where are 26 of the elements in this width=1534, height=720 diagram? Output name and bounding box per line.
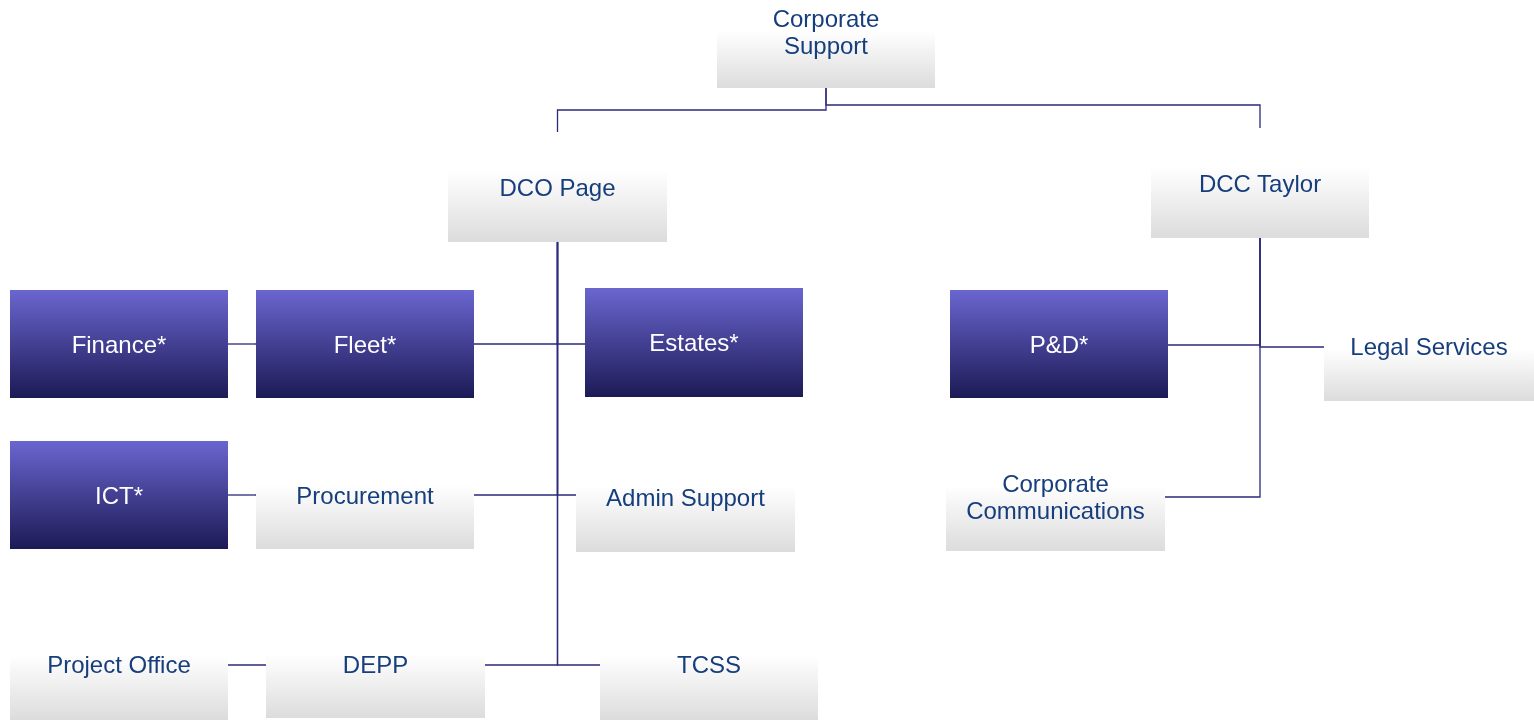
- unit-name: DCO Page: [498, 174, 617, 201]
- unit-box-dark: [10, 290, 228, 398]
- connector-line: [227, 343, 257, 345]
- unit-name: Estates*: [648, 329, 740, 356]
- connector-line: [556, 241, 601, 666]
- unit-name: Legal Services: [1349, 333, 1509, 360]
- unit-box-dark: [256, 290, 474, 398]
- unit-box-dark: [10, 441, 228, 549]
- unit-name: Procurement: [295, 482, 435, 509]
- connector-line: [227, 494, 257, 496]
- unit-name: Project Office: [46, 651, 192, 678]
- connector-line: [1164, 237, 1261, 498]
- unit-name: TCSS: [676, 651, 742, 678]
- unit-name: Admin Support: [605, 484, 766, 511]
- unit-name: Fleet*: [332, 330, 398, 358]
- connector-line: [227, 664, 267, 666]
- unit-name: Finance*: [70, 330, 168, 358]
- unit-name: ICT*: [94, 481, 144, 509]
- unit-name: Corporate Support: [771, 5, 881, 59]
- unit-box-dark: [950, 290, 1168, 398]
- unit-name: P&D*: [1028, 330, 1090, 358]
- unit-name: DCC Taylor: [1197, 170, 1323, 197]
- unit-box-dark: [585, 288, 803, 397]
- unit-name: Corporate Communications: [965, 470, 1146, 524]
- connector-line: [825, 87, 1261, 129]
- unit-name: DEPP: [341, 651, 410, 678]
